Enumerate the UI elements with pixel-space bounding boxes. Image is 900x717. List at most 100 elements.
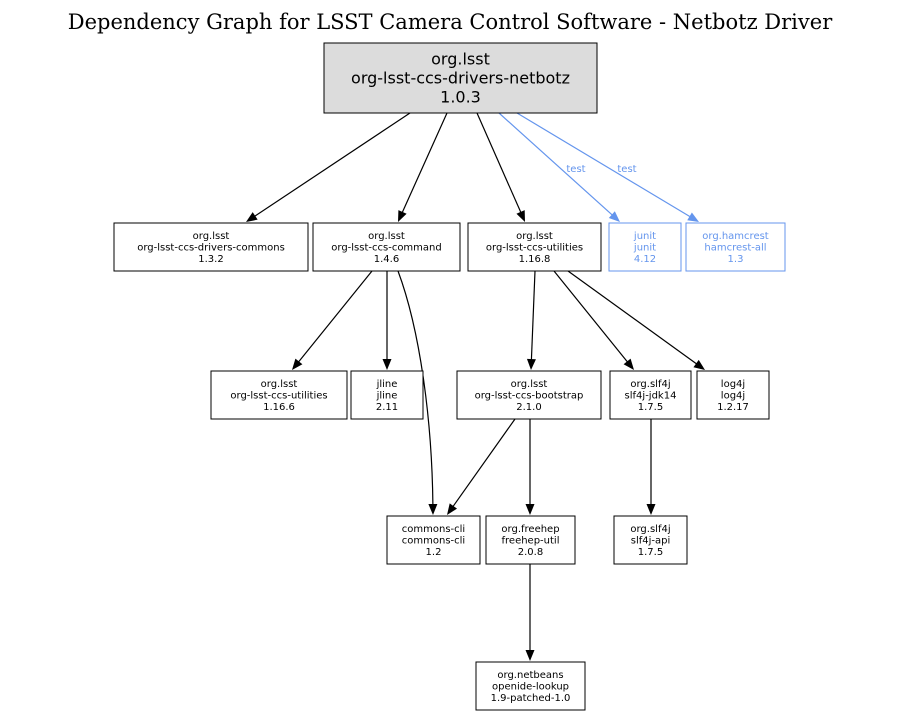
edge-root-to-drivers-commons (246, 112, 411, 222)
node-version: 1.16.8 (519, 254, 551, 265)
edge-slf4j-jdk14-to-slf4j-api (646, 419, 656, 515)
edge-arrowhead (646, 504, 656, 515)
node-artifact-id: hamcrest-all (704, 243, 766, 254)
node-artifact-id: org-lsst-ccs-utilities (230, 391, 327, 402)
edge-root-to-ccs-command (398, 112, 448, 222)
node-version: 2.11 (376, 402, 398, 413)
edge-line (530, 270, 536, 361)
node-artifact-id: openide-lookup (492, 682, 569, 693)
edge-line (253, 112, 411, 217)
edge-arrowhead (525, 504, 535, 515)
node-group-id: org.lsst (511, 379, 548, 390)
node-artifact-id: commons-cli (402, 536, 465, 547)
edges-layer: test test (246, 112, 705, 661)
node-group-id: commons-cli (402, 524, 465, 535)
node-drivers-commons: org.lsstorg-lsst-ccs-drivers-commons1.3.… (113, 222, 309, 272)
node-version: 1.4.6 (374, 254, 399, 265)
edge-ccs-utilities-1168-to-slf4j-jdk14 (553, 270, 634, 370)
node-artifact-id: org-lsst-ccs-command (331, 243, 441, 254)
node-group-id: org.lsst (193, 231, 230, 242)
node-group-id: org.lsst (368, 231, 405, 242)
edge-root-to-ccs-utilities-1168 (476, 112, 525, 222)
edge-line (401, 112, 448, 214)
node-group-id: org.freehep (501, 524, 559, 535)
node-artifact-id: org-lsst-ccs-utilities (486, 243, 583, 254)
edge-root-to-junit: test (498, 112, 620, 222)
edge-arrowhead (447, 503, 458, 515)
node-version: 1.7.5 (638, 402, 663, 413)
edge-line (516, 112, 691, 218)
node-root: org.lsstorg-lsst-ccs-drivers-netbotz1.0.… (323, 42, 598, 114)
node-group-id: org.lsst (261, 379, 298, 390)
node-box (210, 370, 348, 420)
node-box (113, 222, 309, 272)
node-version: 2.1.0 (516, 402, 541, 413)
graph-title: Dependency Graph for LSST Camera Control… (68, 10, 833, 34)
node-version: 1.3.2 (198, 254, 223, 265)
node-group-id: org.slf4j (630, 379, 670, 390)
edge-ccs-utilities-1168-to-ccs-bootstrap (526, 270, 536, 370)
nodes-layer: org.lsstorg-lsst-ccs-drivers-netbotz1.0.… (113, 42, 786, 711)
edge-line (476, 112, 522, 214)
edge-arrowhead (382, 359, 392, 370)
edge-arrowhead (693, 359, 705, 370)
node-version: 1.16.6 (263, 402, 295, 413)
node-group-id: jline (376, 379, 398, 390)
node-version: 4.12 (634, 254, 656, 265)
node-group-id: org.netbeans (497, 670, 563, 681)
edge-line (567, 270, 698, 365)
edge-ccs-command-to-ccs-utilities-1166 (292, 270, 373, 370)
node-box (467, 222, 602, 272)
node-box (696, 370, 770, 420)
edge-line (452, 418, 516, 508)
node-version: 1.2 (426, 547, 442, 558)
node-artifact-id: org-lsst-ccs-bootstrap (475, 391, 584, 402)
node-artifact-id: junit (633, 243, 656, 254)
edge-root-to-hamcrest: test (516, 112, 699, 222)
node-group-id: org.lsst (431, 50, 490, 69)
edge-freehep-util-to-openide-lookup (525, 564, 535, 661)
node-group-id: log4j (721, 379, 745, 390)
edge-ccs-command-to-jline (382, 271, 392, 370)
node-openide-lookup: org.netbeansopenide-lookup1.9-patched-1.… (475, 661, 586, 711)
node-box (386, 515, 481, 565)
edge-arrowhead (398, 210, 407, 222)
node-box (312, 222, 461, 272)
node-box (485, 515, 576, 565)
edge-line (297, 270, 373, 363)
node-artifact-id: freehep-util (502, 536, 560, 547)
edge-arrowhead (246, 212, 258, 222)
edge-arrowhead (687, 212, 699, 222)
edge-line (498, 112, 614, 216)
edge-arrowhead (608, 211, 620, 222)
node-version: 1.2.17 (717, 402, 749, 413)
node-artifact-id: slf4j-api (631, 536, 671, 547)
node-version: 1.3 (728, 254, 744, 265)
edge-label: test (566, 164, 585, 175)
edge-arrowhead (525, 650, 535, 661)
node-artifact-id: org-lsst-ccs-drivers-commons (137, 243, 285, 254)
edge-arrowhead (428, 503, 438, 515)
edge-label: test (617, 164, 636, 175)
node-artifact-id: org-lsst-ccs-drivers-netbotz (351, 69, 570, 88)
node-group-id: org.hamcrest (702, 231, 769, 242)
node-group-id: junit (633, 231, 656, 242)
edge-arrowhead (292, 358, 303, 370)
edge-ccs-utilities-1168-to-log4j (567, 270, 705, 370)
node-artifact-id: slf4j-jdk14 (625, 391, 677, 402)
node-box (609, 370, 692, 420)
node-box (475, 661, 586, 711)
node-group-id: org.lsst (516, 231, 553, 242)
